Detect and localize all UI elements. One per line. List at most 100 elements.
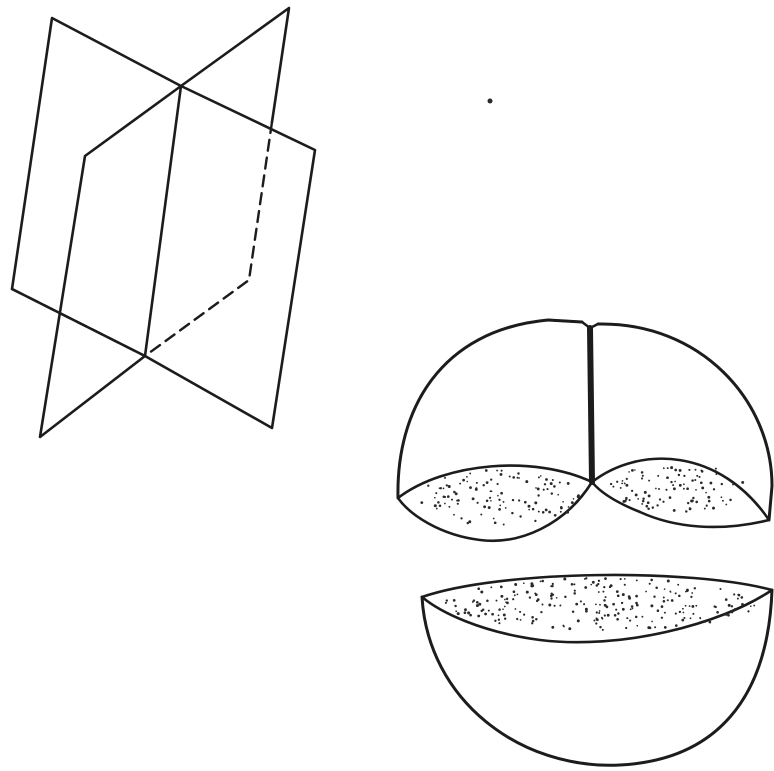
stipple-dot (486, 500, 489, 503)
stipple-dot (518, 499, 520, 501)
stipple-dot (534, 592, 536, 594)
stipple-dot (476, 482, 478, 484)
stipple-dot (706, 505, 708, 507)
stipple-dot (446, 599, 448, 601)
stipple-dot (622, 608, 625, 611)
stipple-dot (457, 612, 460, 615)
stipple-dot (704, 621, 706, 623)
stipple-dot (741, 481, 744, 484)
stipple-dot (596, 584, 599, 587)
stipple-dot (683, 483, 685, 485)
stipple-dot (641, 471, 644, 474)
stipple-dot (635, 493, 638, 496)
stipple-dot (741, 603, 744, 606)
stipple-dot (655, 488, 657, 490)
stipple-dot (540, 475, 542, 477)
stipple-dot (585, 577, 587, 579)
stipple-dot (753, 605, 755, 607)
stipple-dot (691, 605, 694, 608)
stipple-dot (500, 595, 503, 598)
stipple-dot (722, 500, 724, 502)
stipple-dot (598, 612, 600, 614)
stipple-dot (567, 482, 570, 485)
stipple-dot (552, 479, 554, 481)
stipple-dot (468, 520, 471, 523)
stipple-dot (662, 501, 664, 503)
stipple-dot (445, 602, 447, 604)
stipple-dot (671, 599, 674, 602)
stipple-dot (519, 515, 521, 517)
stipple-dot (727, 614, 730, 617)
stipple-dot (518, 477, 520, 479)
stipple-dot (685, 510, 687, 512)
stipple-dot (503, 524, 505, 526)
plane-b-left-edge (40, 86, 181, 437)
stipple-dot (548, 511, 551, 514)
stipple-dot (641, 503, 643, 505)
left-cut-face (398, 466, 592, 541)
stipple-dot (599, 610, 601, 612)
stipple-dot (500, 492, 503, 495)
stipple-dot (571, 501, 574, 504)
stipple-dot (453, 514, 455, 516)
stipple-dot (737, 594, 739, 596)
stipple-dot (583, 603, 585, 605)
stipple-dot (489, 497, 491, 499)
stipple-dot (490, 586, 492, 588)
stipple-dot (566, 511, 569, 514)
stipple-dot (564, 596, 566, 598)
stipple-dot (646, 505, 649, 508)
stipple-dot (642, 497, 644, 499)
stipple-dot (686, 487, 689, 490)
stipple-dot (584, 586, 587, 589)
stipple-dot (694, 587, 696, 589)
stipple-dot (617, 612, 620, 615)
stipple-dot (494, 521, 497, 524)
stipple-dot (498, 619, 500, 621)
stipple-dot (729, 499, 732, 502)
stipple-dot (484, 613, 487, 616)
stipple-dot (647, 626, 650, 629)
stipple-dot (657, 475, 659, 477)
stipple-dot (540, 611, 542, 613)
stipple-dot (517, 594, 519, 596)
stipple-dot (614, 614, 617, 617)
stipple-dot (667, 467, 669, 469)
stipple-dot (690, 596, 692, 598)
stipple-dot (517, 472, 519, 474)
stipple-dot (663, 597, 665, 599)
stipple-dot (439, 504, 442, 507)
stipple-dot (701, 470, 704, 473)
stipple-dot (498, 622, 500, 624)
stipple-dot (624, 482, 626, 484)
stipple-dot (679, 469, 682, 472)
stipple-dot (486, 481, 489, 484)
stipple-dot (602, 591, 604, 593)
stipple-dot (621, 602, 623, 604)
stipple-dot (560, 511, 562, 513)
ridge-top-edge (548, 320, 598, 328)
stipple-dot (455, 610, 457, 612)
stipple-dot (709, 482, 712, 485)
stipple-dot (554, 514, 557, 517)
stipple-dot (678, 474, 680, 476)
stipple-dot (664, 626, 667, 629)
stipple-dot (681, 619, 684, 622)
stipple-dot (517, 477, 519, 479)
stipple-dot (524, 501, 527, 504)
stipple-dot (571, 583, 574, 586)
stipple-dot (731, 611, 734, 614)
stipple-dot (699, 617, 701, 619)
stipple-dot (709, 621, 712, 624)
stipple-dot (691, 592, 693, 594)
stipple-dot (496, 470, 498, 472)
stipple-dot (514, 594, 516, 596)
stipple-dot (556, 597, 558, 599)
stipple-dot (661, 617, 663, 619)
stipple-dot (715, 468, 717, 470)
stipple-dot (469, 472, 471, 474)
stipple-dot (645, 591, 647, 593)
stipple-dot (599, 626, 601, 628)
stipple-dot (453, 599, 456, 602)
